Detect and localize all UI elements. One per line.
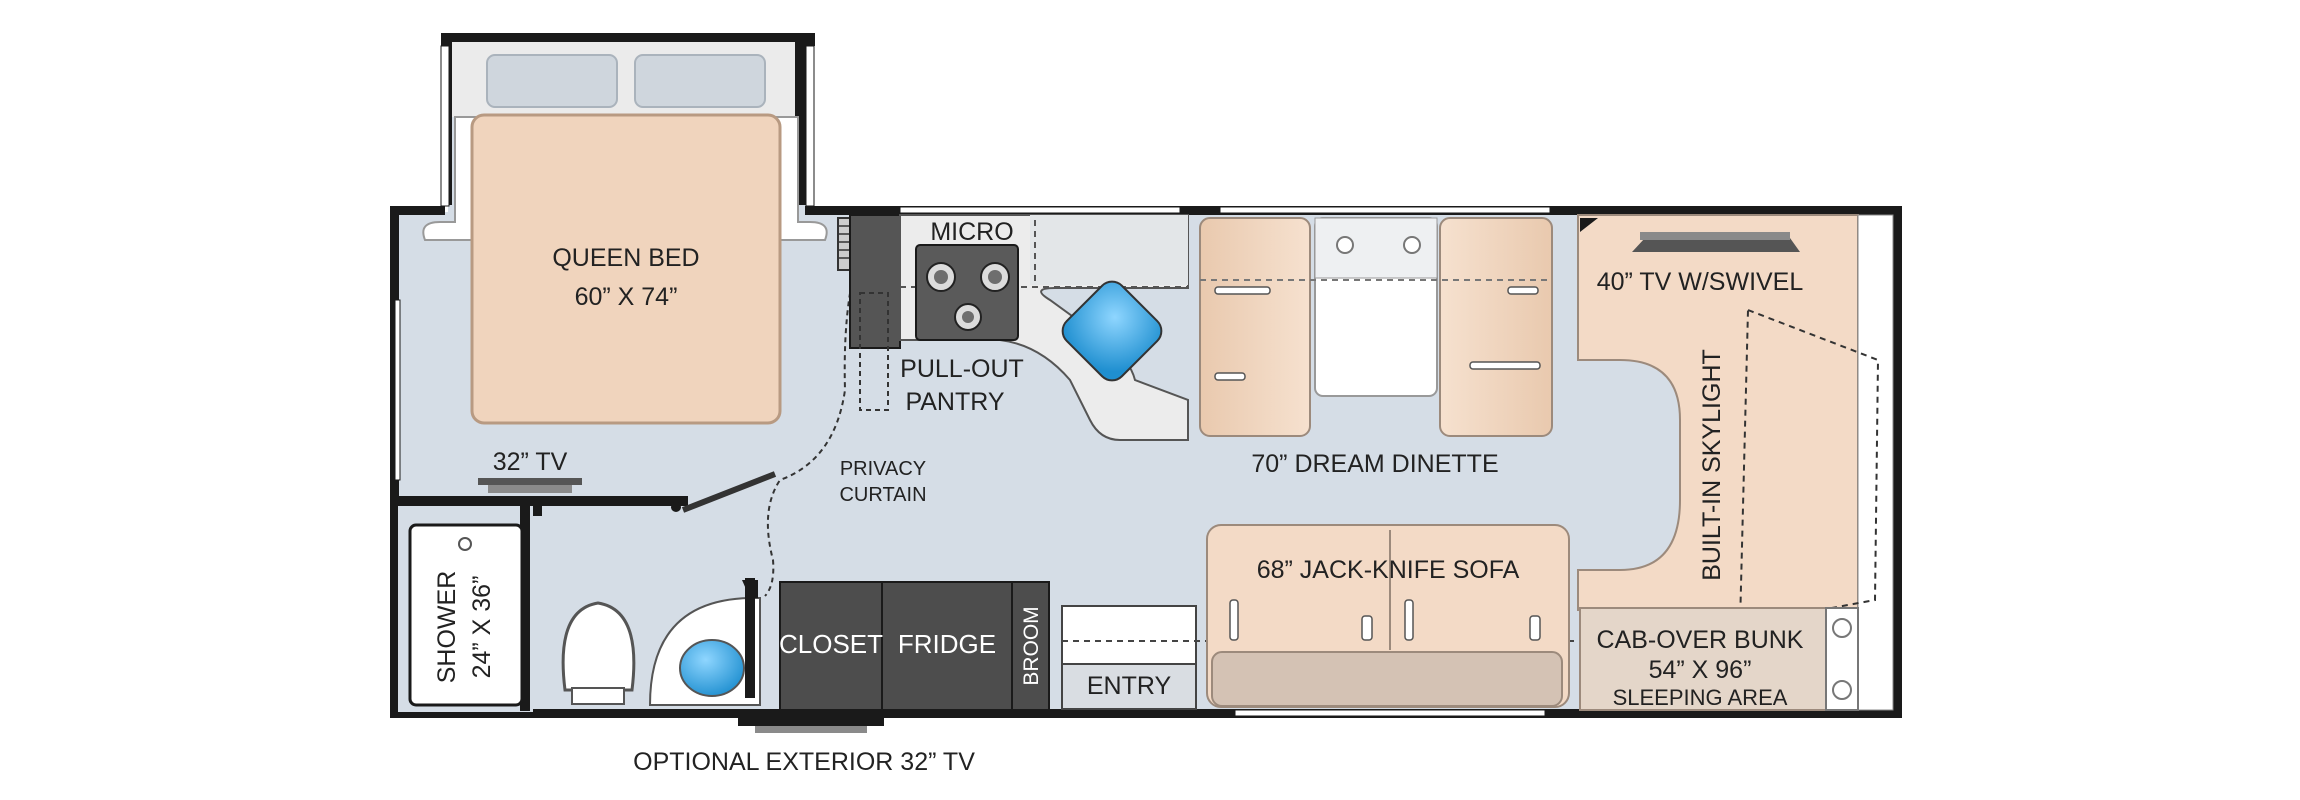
queen-bed [470,113,782,425]
sofa-label: 68” JACK-KNIFE SOFA [1257,556,1520,584]
bedroom-tv-icon [478,478,582,485]
fridge [881,581,1013,711]
broom-label: BROOM [1020,606,1043,685]
dinette-seat-right [1439,217,1553,437]
pantry-label-2: PANTRY [905,388,1004,416]
dinette-label: 70” DREAM DINETTE [1251,450,1498,478]
jack-knife-sofa: 68” JACK-KNIFE SOFA [1206,524,1570,708]
bedroom-slideout [422,33,828,241]
skylight-outline [1738,308,1880,627]
pillow-left [486,54,618,108]
exterior-tv-label: OPTIONAL EXTERIOR 32” TV [633,748,975,776]
entry: ENTRY [1061,605,1600,710]
shower-label: SHOWER [433,571,461,684]
pillow-right [634,54,766,108]
burner-icon [954,303,982,331]
burner-icon [926,262,956,292]
cab-tv-label: 40” TV W/SWIVEL [1597,268,1804,296]
bath-sink-icon [679,639,745,697]
kitchen-sink-icon [1061,280,1163,382]
kitchen: MICRO PULL-OUT PANTRY [837,214,1189,441]
cab-tv-icon [1632,238,1800,252]
shower-size: 24” X 36” [468,576,496,679]
dinette-seat-left [1199,217,1311,437]
queen-bed-label: QUEEN BED [552,244,699,272]
bunk-size: 54” X 96” [1649,656,1752,684]
entry-step [1061,663,1197,710]
bathroom: SHOWER 24” X 36” [398,506,761,712]
pantry-label-1: PULL-OUT [900,355,1024,383]
cab-over-platform [1577,214,1859,611]
privacy-curtain-label-2: CURTAIN [839,484,926,506]
shower-drain-icon [458,537,472,551]
privacy-curtain-label-1: PRIVACY [840,458,926,480]
bedroom-tv-label: 32” TV [493,448,568,476]
micro-label: MICRO [930,218,1013,246]
entry-label: ENTRY [1087,672,1172,700]
exterior-tv-icon [738,718,884,726]
dinette: 70” DREAM DINETTE [1190,215,1558,478]
pantry-cabinet [849,214,901,349]
toilet-icon [561,601,636,692]
cab-over-bunk [1579,607,1831,711]
bunk-area-label: SLEEPING AREA [1613,685,1788,710]
bunk-label: CAB-OVER BUNK [1597,626,1804,654]
storage-block: CLOSET FRIDGE BROOM [779,581,1050,711]
closet-label: CLOSET [779,629,883,659]
broom-closet [1011,581,1050,711]
shower-stall [408,523,524,707]
fridge-label: FRIDGE [898,629,996,659]
bedroom-door [681,471,777,513]
burner-icon [980,262,1010,292]
exterior-walls [390,206,1902,718]
queen-bed-size: 60” X 74” [575,283,678,311]
pull-out-pantry-outline [859,292,889,411]
bath-partition-wall [398,496,688,506]
closet [779,581,883,711]
cab-area: 40” TV W/SWIVEL BUILT-IN SKYLIGHT CAB-OV… [1577,214,1894,711]
skylight-label: BUILT-IN SKYLIGHT [1698,349,1726,581]
